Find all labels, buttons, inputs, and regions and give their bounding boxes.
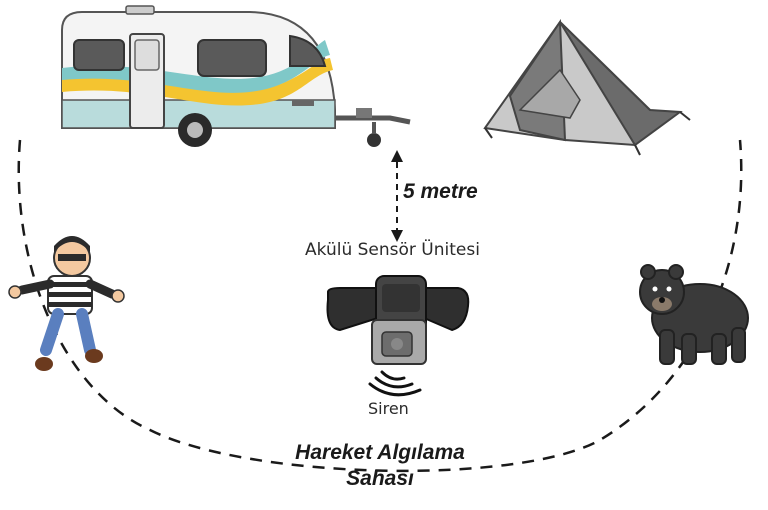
distance-arrow xyxy=(391,150,403,242)
siren-label: Siren xyxy=(368,399,409,418)
distance-label: 5 metre xyxy=(403,180,478,203)
tent-illustration xyxy=(483,18,691,156)
bear-illustration xyxy=(639,264,749,365)
caravan-illustration xyxy=(61,5,411,147)
detection-area-label-line2: Sahası xyxy=(346,467,414,490)
detection-area-label-line1: Hareket Algılama xyxy=(295,441,465,464)
sensor-unit-label: Akülü Sensör Ünitesi xyxy=(305,240,480,260)
sensor-unit-illustration xyxy=(326,275,470,365)
thief-illustration xyxy=(8,236,125,371)
detection-area-label: Hareket Algılama Sahası xyxy=(250,440,510,492)
siren-sound-icon xyxy=(368,370,422,397)
